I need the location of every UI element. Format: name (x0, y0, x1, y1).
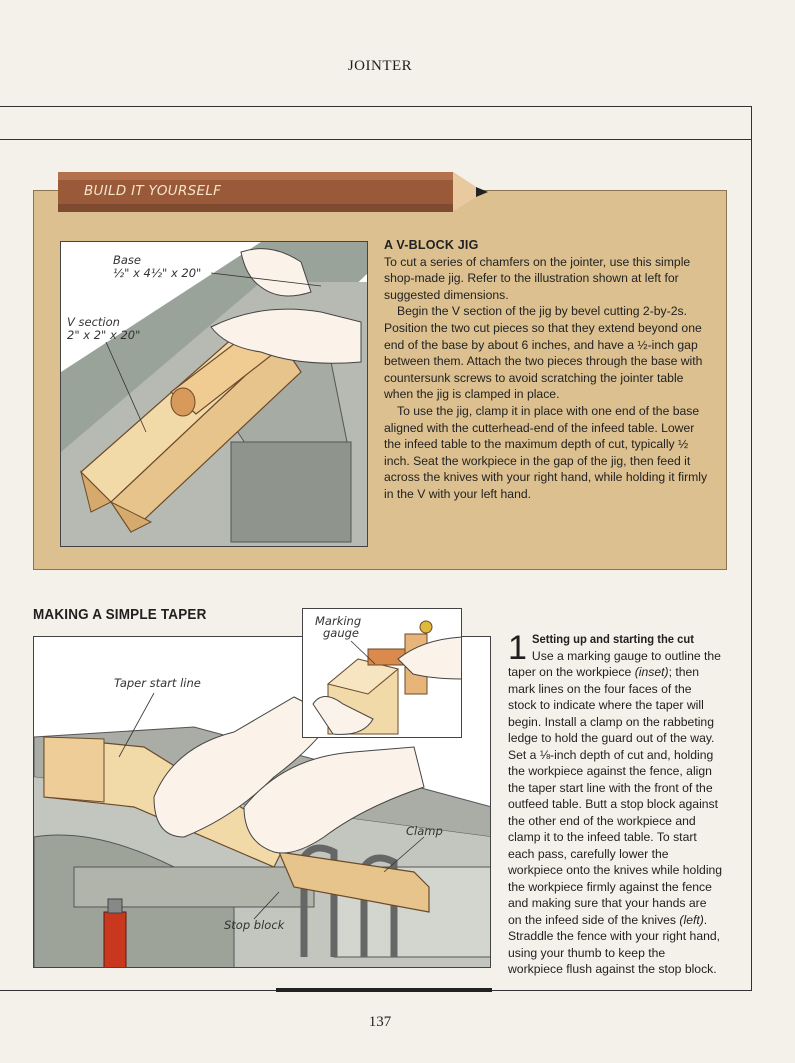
sidebar-paragraph: To use the jig, clamp it in place with o… (384, 403, 708, 501)
step-title: Setting up and starting the cut (531, 632, 694, 646)
taper-drawing (34, 692, 490, 967)
base-label: Base ½" x 4½" x 20" (113, 253, 202, 280)
taper-start-line-label: Taper start line (114, 676, 201, 690)
sidebar-paragraph: To cut a series of chamfers on the joint… (384, 254, 691, 302)
clamp-label: Clamp (406, 824, 443, 838)
stop-block-label: Stop block (224, 918, 285, 932)
sidebar-title: A V-BLOCK JIG (384, 238, 479, 252)
sidebar-text: A V-BLOCK JIG To cut a series of chamfer… (384, 237, 714, 503)
frame-top (0, 106, 752, 140)
pencil-banner (58, 172, 488, 212)
v-section-label: V section 2" x 2" x 20" (67, 315, 141, 342)
v-block-jig-illustration: Base ½" x 4½" x 20" V section 2" x 2" x … (60, 241, 368, 547)
page-number: 137 (368, 1014, 392, 1030)
frame-bottom-bar (276, 988, 492, 992)
build-it-yourself-label: BUILD IT YOURSELF (84, 183, 222, 199)
marking-gauge-label: Marking gauge (315, 614, 362, 640)
step-1-block: 1 Setting up and starting the cut Use a … (508, 631, 723, 978)
marking-gauge-inset: Marking gauge (302, 608, 462, 738)
section-heading: MAKING A SIMPLE TAPER (33, 606, 207, 623)
step-body: Use a marking gauge to outline the taper… (508, 648, 723, 977)
frame-right (751, 140, 752, 990)
taper-illustration: Taper start line Clamp Stop block (33, 636, 491, 968)
jointer-jig-drawing (61, 242, 367, 546)
sidebar-paragraph: Begin the V section of the jig by bevel … (384, 304, 703, 402)
step-number: 1 (508, 629, 527, 667)
running-head: JOINTER (347, 58, 413, 74)
marking-gauge-drawing (312, 620, 461, 735)
